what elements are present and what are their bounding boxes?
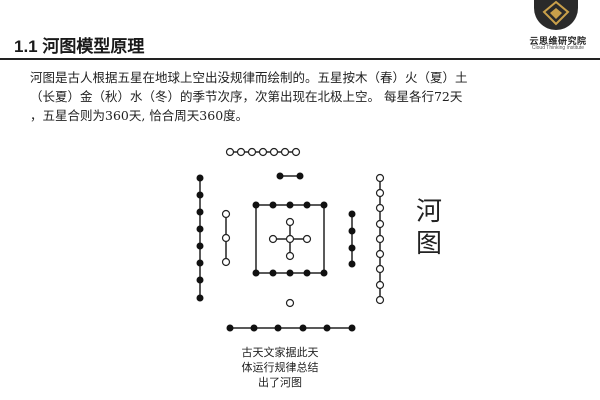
diagram-caption: 古天文家据此天 体运行规律总结 出了河图 <box>220 345 340 390</box>
caption-line: 出了河图 <box>258 376 302 389</box>
open-dot <box>375 188 385 198</box>
open-dot <box>375 280 385 290</box>
open-dot <box>247 147 257 157</box>
filled-dot <box>269 201 277 209</box>
filled-dot <box>296 172 304 180</box>
filled-dot <box>250 324 258 332</box>
filled-dot <box>303 201 311 209</box>
filled-dot <box>252 201 260 209</box>
open-dot <box>280 147 290 157</box>
filled-dot <box>348 260 356 268</box>
body-text: 河图是古人根据五星在地球上空出没规律而绘制的。五星按木（春）火（夏）土 （长夏）… <box>30 68 570 125</box>
filled-dot <box>226 324 234 332</box>
open-dot <box>375 219 385 229</box>
filled-dot <box>196 242 204 250</box>
body-line: 河图是古人根据五星在地球上空出没规律而绘制的。五星按木（春）火（夏）土 <box>30 70 468 85</box>
right-outer-group <box>375 173 385 305</box>
caption-line: 体运行规律总结 <box>241 361 319 374</box>
bottom-outer-group <box>226 324 356 332</box>
right-inner-group <box>348 210 356 268</box>
filled-dot <box>196 225 204 233</box>
open-dot <box>268 234 278 244</box>
filled-dot <box>320 201 328 209</box>
open-dot <box>221 233 231 243</box>
logo: 云思维研究院 Cloud Thinking Institute <box>522 0 592 58</box>
open-dot <box>291 147 301 157</box>
open-dot <box>375 203 385 213</box>
caption-line: 古天文家据此天 <box>241 346 319 359</box>
filled-dot <box>196 191 204 199</box>
open-dot <box>285 234 295 244</box>
filled-dot <box>252 269 260 277</box>
filled-dot <box>348 244 356 252</box>
side-label: 河 图 <box>412 196 446 260</box>
open-dot <box>221 209 231 219</box>
open-dot <box>236 147 246 157</box>
side-label-char: 图 <box>415 229 442 259</box>
filled-dot <box>274 324 282 332</box>
center-square-group <box>252 201 328 277</box>
filled-dot <box>286 201 294 209</box>
filled-dot <box>276 172 284 180</box>
filled-dot <box>269 269 277 277</box>
left-inner-group <box>221 209 231 267</box>
center-cross-group <box>268 217 312 261</box>
filled-dot <box>196 276 204 284</box>
side-label-char: 河 <box>415 197 442 227</box>
filled-dot <box>196 208 204 216</box>
open-dot <box>375 249 385 259</box>
filled-dot <box>303 269 311 277</box>
open-dot <box>285 298 295 308</box>
body-line: （长夏）金（秋）水（冬）的季节次序，次第出现在北极上空。 每星各行72天 <box>30 89 463 104</box>
filled-dot <box>323 324 331 332</box>
left-outer-group <box>196 174 204 302</box>
title-rule <box>0 58 600 60</box>
open-dot <box>375 264 385 274</box>
open-dot <box>285 217 295 227</box>
open-dot <box>285 251 295 261</box>
open-dot <box>375 234 385 244</box>
open-dot <box>221 257 231 267</box>
slide-title: 1.1 河图模型原理 <box>14 37 145 56</box>
open-dot <box>375 173 385 183</box>
filled-dot <box>196 259 204 267</box>
logo-mark <box>534 0 578 30</box>
filled-dot <box>286 269 294 277</box>
filled-dot <box>348 210 356 218</box>
logo-name: 云思维研究院 <box>529 36 587 46</box>
top-inner-group <box>276 172 304 180</box>
filled-dot <box>299 324 307 332</box>
open-dot <box>258 147 268 157</box>
filled-dot <box>196 294 204 302</box>
open-dot <box>225 147 235 157</box>
open-dot <box>302 234 312 244</box>
filled-dot <box>348 324 356 332</box>
open-dot <box>375 295 385 305</box>
filled-dot <box>196 174 204 182</box>
body-line: ，五星合则为360天, 恰合周天360度。 <box>30 108 249 123</box>
logo-subtitle: Cloud Thinking Institute <box>531 45 585 51</box>
open-dot <box>269 147 279 157</box>
filled-dot <box>348 227 356 235</box>
hetu-diagram <box>196 147 385 332</box>
top-outer-group <box>225 147 301 157</box>
filled-dot <box>320 269 328 277</box>
